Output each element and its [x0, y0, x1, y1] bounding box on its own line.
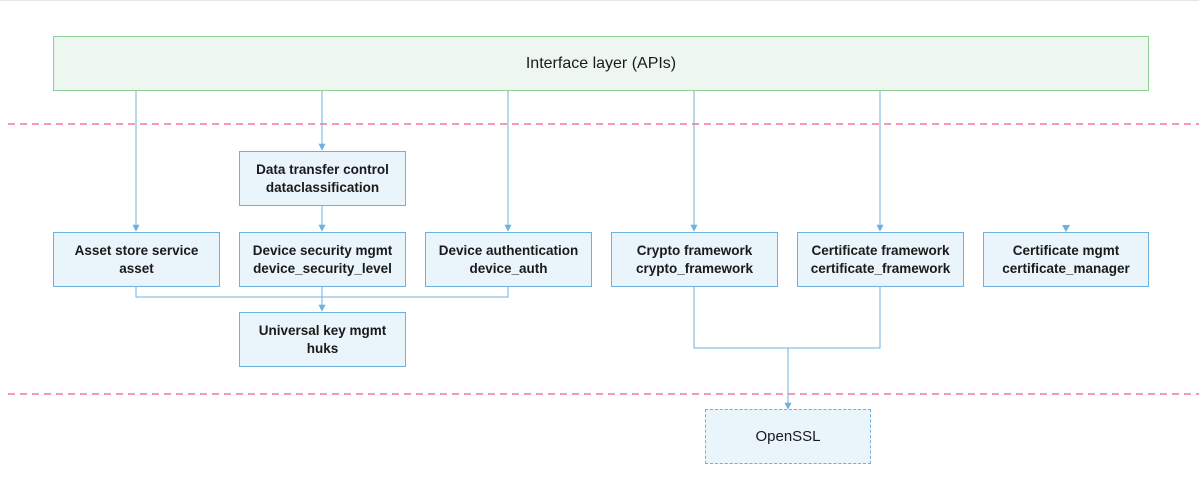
connector-arrowhead-certificate-mgr	[1062, 225, 1070, 232]
module-name: device_auth	[469, 260, 548, 276]
module-title: Universal key mgmt	[258, 322, 387, 338]
module-title: Device authentication	[438, 242, 579, 258]
asset-store-service-box: Asset store service asset	[53, 232, 220, 287]
module-name: huks	[306, 340, 339, 356]
module-name: crypto_framework	[635, 260, 754, 276]
certificate-mgmt-box: Certificate mgmt certificate_manager	[983, 232, 1149, 287]
module-name: certificate_manager	[1002, 260, 1130, 276]
certificate-framework-box: Certificate framework certificate_framew…	[797, 232, 964, 287]
module-name: dataclassification	[265, 179, 380, 195]
top-border	[0, 0, 1199, 1]
universal-key-mgmt-box: Universal key mgmt huks	[239, 312, 406, 367]
module-title: Data transfer control	[256, 161, 389, 177]
module-name: asset	[119, 260, 154, 276]
module-title: Certificate mgmt	[1012, 242, 1120, 258]
module-title: Certificate framework	[811, 242, 950, 258]
device-security-mgmt-box: Device security mgmt device_security_lev…	[239, 232, 406, 287]
interface-layer-box: Interface layer (APIs)	[53, 36, 1149, 91]
module-name: device_security_level	[253, 260, 392, 276]
module-title: Device security mgmt	[252, 242, 393, 258]
openssl-label: OpenSSL	[755, 428, 821, 445]
interface-layer-label: Interface layer (APIs)	[525, 54, 677, 72]
device-authentication-box: Device authentication device_auth	[425, 232, 592, 287]
data-transfer-control-box: Data transfer control dataclassification	[239, 151, 406, 206]
module-title: Asset store service	[74, 242, 199, 258]
openssl-box: OpenSSL	[705, 409, 871, 464]
module-name: certificate_framework	[810, 260, 951, 276]
connector-frameworks-openssl-bus	[693, 287, 881, 349]
module-title: Crypto framework	[636, 242, 753, 258]
crypto-framework-box: Crypto framework crypto_framework	[611, 232, 778, 287]
